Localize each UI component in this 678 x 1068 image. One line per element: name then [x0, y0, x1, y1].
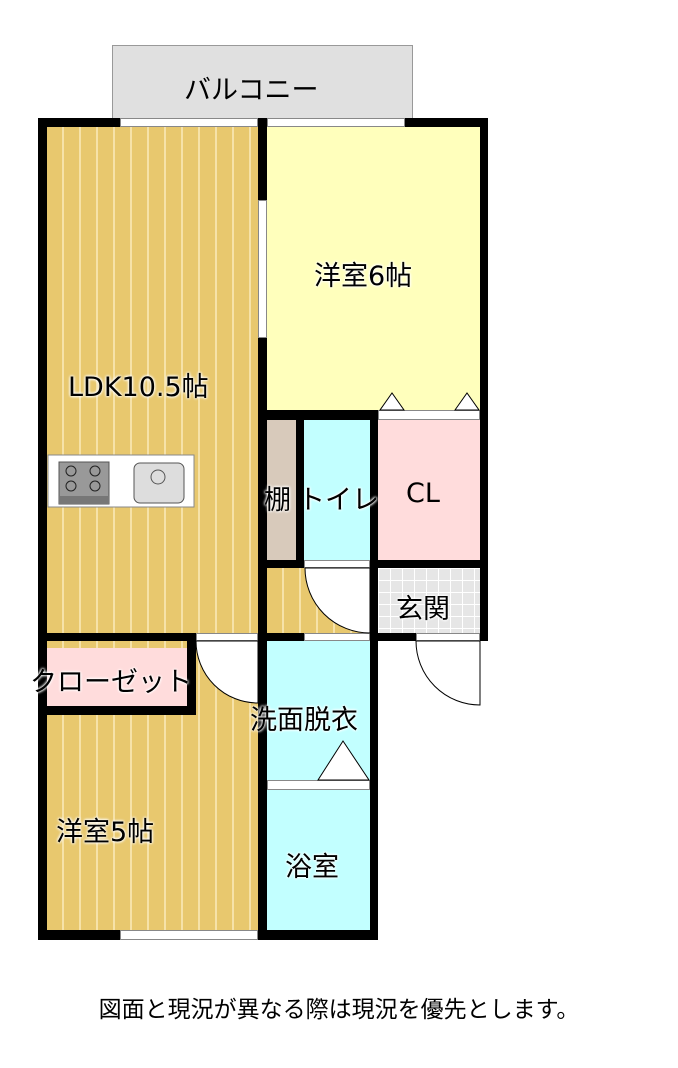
window-balcony-ldk — [120, 118, 258, 127]
room-western-6 — [267, 127, 480, 410]
label-entrance: 玄関 — [396, 594, 450, 625]
label-cl: CL — [406, 478, 440, 509]
washroom-door[interactable] — [304, 633, 370, 641]
label-shelf: 棚 — [264, 485, 291, 516]
room-closet-fill — [47, 648, 187, 706]
label-western-5: 洋室5帖 — [56, 817, 155, 848]
room-bathroom — [267, 790, 370, 930]
balcony — [112, 45, 413, 121]
door-swing-closet — [195, 640, 259, 704]
label-washroom: 洗面脱衣 — [250, 705, 358, 736]
balcony-label: バルコニー — [184, 75, 319, 106]
room-shelf — [267, 420, 296, 560]
window-western5 — [120, 930, 258, 940]
room-toilet — [304, 420, 370, 560]
label-toilet: トイレ — [298, 485, 379, 516]
sink-icon — [133, 462, 185, 504]
sliding-door-ldk-western6[interactable] — [258, 200, 267, 338]
label-ldk: LDK10.5帖 — [68, 372, 209, 403]
label-bathroom: 浴室 — [285, 852, 339, 883]
label-closet: クローゼット — [30, 667, 192, 698]
bathroom-door-mark — [317, 740, 370, 781]
door-swing-entrance — [415, 640, 481, 706]
room-ldk — [47, 127, 258, 635]
disclaimer-note: 図面と現況が異なる際は現況を優先とします。 — [98, 997, 580, 1023]
room-cl — [378, 420, 480, 560]
window-balcony-western6 — [267, 118, 405, 127]
label-western-6: 洋室6帖 — [314, 261, 413, 292]
room-entrance — [378, 568, 480, 633]
cl-door[interactable] — [378, 410, 480, 420]
cl-door-marks — [379, 392, 480, 411]
door-swing-toilet — [304, 567, 371, 634]
